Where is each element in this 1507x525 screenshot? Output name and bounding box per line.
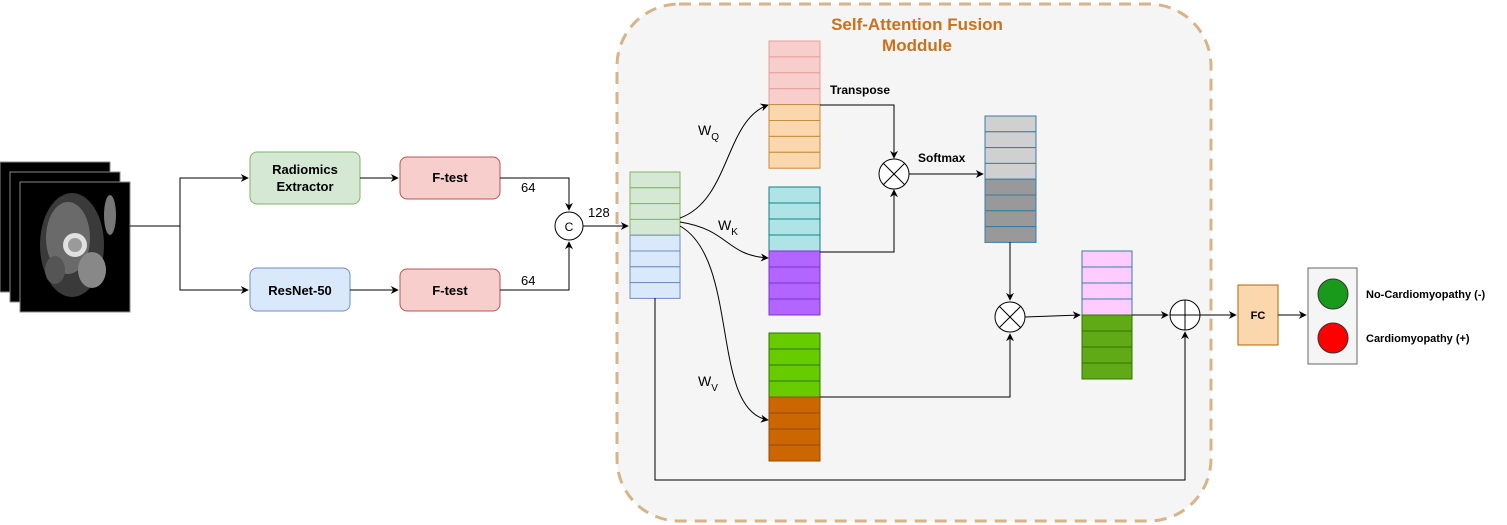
- feature-cell: [629, 203, 681, 220]
- feature-cell: [984, 194, 1037, 212]
- wv-label: WV: [698, 373, 718, 394]
- feature-cell: [629, 282, 681, 299]
- add-node: [1169, 299, 1201, 331]
- ftest-bottom-label: F-test: [432, 283, 468, 298]
- radiomics-label-line2: Extractor: [276, 179, 333, 194]
- arrow-ftest-top-to-concat: [500, 177, 573, 211]
- feature-cell: [768, 56, 821, 74]
- feature-cell: [629, 234, 681, 252]
- feature-cell: [984, 210, 1037, 228]
- feature-cell: [1081, 346, 1133, 364]
- residual-connection: [654, 298, 1189, 481]
- feature-stacks: [629, 40, 1133, 462]
- self-attention-module: [615, 2, 1213, 523]
- feature-cell: [1081, 282, 1133, 300]
- dim-top-label: 64: [521, 180, 535, 195]
- arrow-to-key: [679, 221, 769, 262]
- feature-cell: [1081, 298, 1133, 316]
- feature-cell: [984, 115, 1037, 133]
- feature-cell: [768, 72, 821, 90]
- feature-cell: [984, 178, 1037, 196]
- feature-cell: [629, 266, 681, 284]
- multiply-node-av: [994, 301, 1026, 333]
- concat-symbol: C: [565, 220, 574, 234]
- feature-cell: [984, 226, 1037, 243]
- wk-label: WK: [718, 217, 738, 238]
- multiply-node-qk: [878, 158, 910, 190]
- module-title-line2: Moddule: [882, 36, 952, 55]
- feature-cell: [768, 428, 821, 446]
- arrow-multiply-to-output: [1024, 311, 1081, 320]
- feature-cell: [768, 364, 821, 382]
- feature-cell: [768, 40, 821, 58]
- output-stack: [1081, 250, 1133, 380]
- arrow-query-to-multiply: [820, 104, 898, 159]
- feature-cell: [1081, 314, 1133, 332]
- feature-cell: [984, 147, 1037, 164]
- arrow-value-to-multiply: [820, 333, 1014, 398]
- feature-cell: [768, 380, 821, 398]
- feature-cell: [768, 348, 821, 366]
- arrow-key-to-multiply: [820, 189, 898, 253]
- feature-cell: [768, 396, 821, 414]
- arrow-to-query: [679, 103, 769, 219]
- feature-cell: [629, 218, 681, 236]
- ftest-top-label: F-test: [432, 170, 468, 185]
- feature-cell: [629, 187, 681, 205]
- feature-cell: [768, 135, 821, 153]
- feature-cell: [768, 298, 821, 316]
- feature-cell: [768, 186, 821, 204]
- feature-cell: [768, 151, 821, 169]
- feature-cell: [768, 282, 821, 300]
- feature-cell: [768, 266, 821, 284]
- value-stack: [768, 332, 821, 462]
- key-stack: [768, 186, 821, 316]
- heart-mri-image: [40, 193, 116, 297]
- wq-label: WQ: [698, 122, 719, 143]
- arrow-to-value: [679, 225, 769, 423]
- feature-cell: [629, 171, 681, 189]
- feature-cell: [768, 120, 821, 137]
- attention-stack: [984, 115, 1037, 243]
- fc-label: FC: [1251, 310, 1266, 322]
- dim-concat-label: 128: [588, 205, 610, 220]
- feature-cell: [1081, 266, 1133, 284]
- query-stack: [768, 40, 821, 169]
- feature-cell: [984, 131, 1037, 149]
- arrow-to-radiomics: [179, 174, 249, 226]
- feature-cell: [768, 104, 821, 121]
- feature-cell: [768, 88, 821, 106]
- no-cardiomyopathy-indicator: [1317, 278, 1349, 310]
- arrow-to-resnet: [179, 226, 249, 294]
- module-title-line1: Self-Attention Fusion: [831, 15, 1003, 34]
- arrow-ftest-bottom-to-concat: [500, 241, 573, 291]
- transpose-label: Transpose: [830, 83, 890, 97]
- softmax-label: Softmax: [918, 151, 966, 165]
- feature-cell: [768, 332, 821, 350]
- feature-cell: [768, 412, 821, 430]
- feature-cell: [768, 202, 821, 220]
- radiomics-label-line1: Radiomics: [272, 162, 338, 177]
- concat-features-stack: [629, 171, 681, 299]
- cardiomyopathy-indicator: [1317, 322, 1349, 354]
- no-cardiomyopathy-label: No-Cardiomyopathy (-): [1366, 289, 1486, 301]
- feature-cell: [768, 250, 821, 268]
- resnet-label: ResNet-50: [268, 283, 332, 298]
- feature-cell: [1081, 362, 1133, 380]
- dim-bottom-label: 64: [521, 273, 535, 288]
- fc-box: [1237, 284, 1279, 346]
- feature-cell: [984, 162, 1037, 180]
- feature-cell: [768, 234, 821, 252]
- cardiomyopathy-label: Cardiomyopathy (+): [1366, 333, 1470, 345]
- feature-cell: [629, 250, 681, 268]
- feature-cell: [1081, 250, 1133, 268]
- radiomics-extractor-box: [249, 151, 361, 205]
- feature-cell: [1081, 330, 1133, 348]
- mri-image-stack: [0, 161, 131, 313]
- feature-cell: [768, 444, 821, 462]
- feature-cell: [768, 218, 821, 236]
